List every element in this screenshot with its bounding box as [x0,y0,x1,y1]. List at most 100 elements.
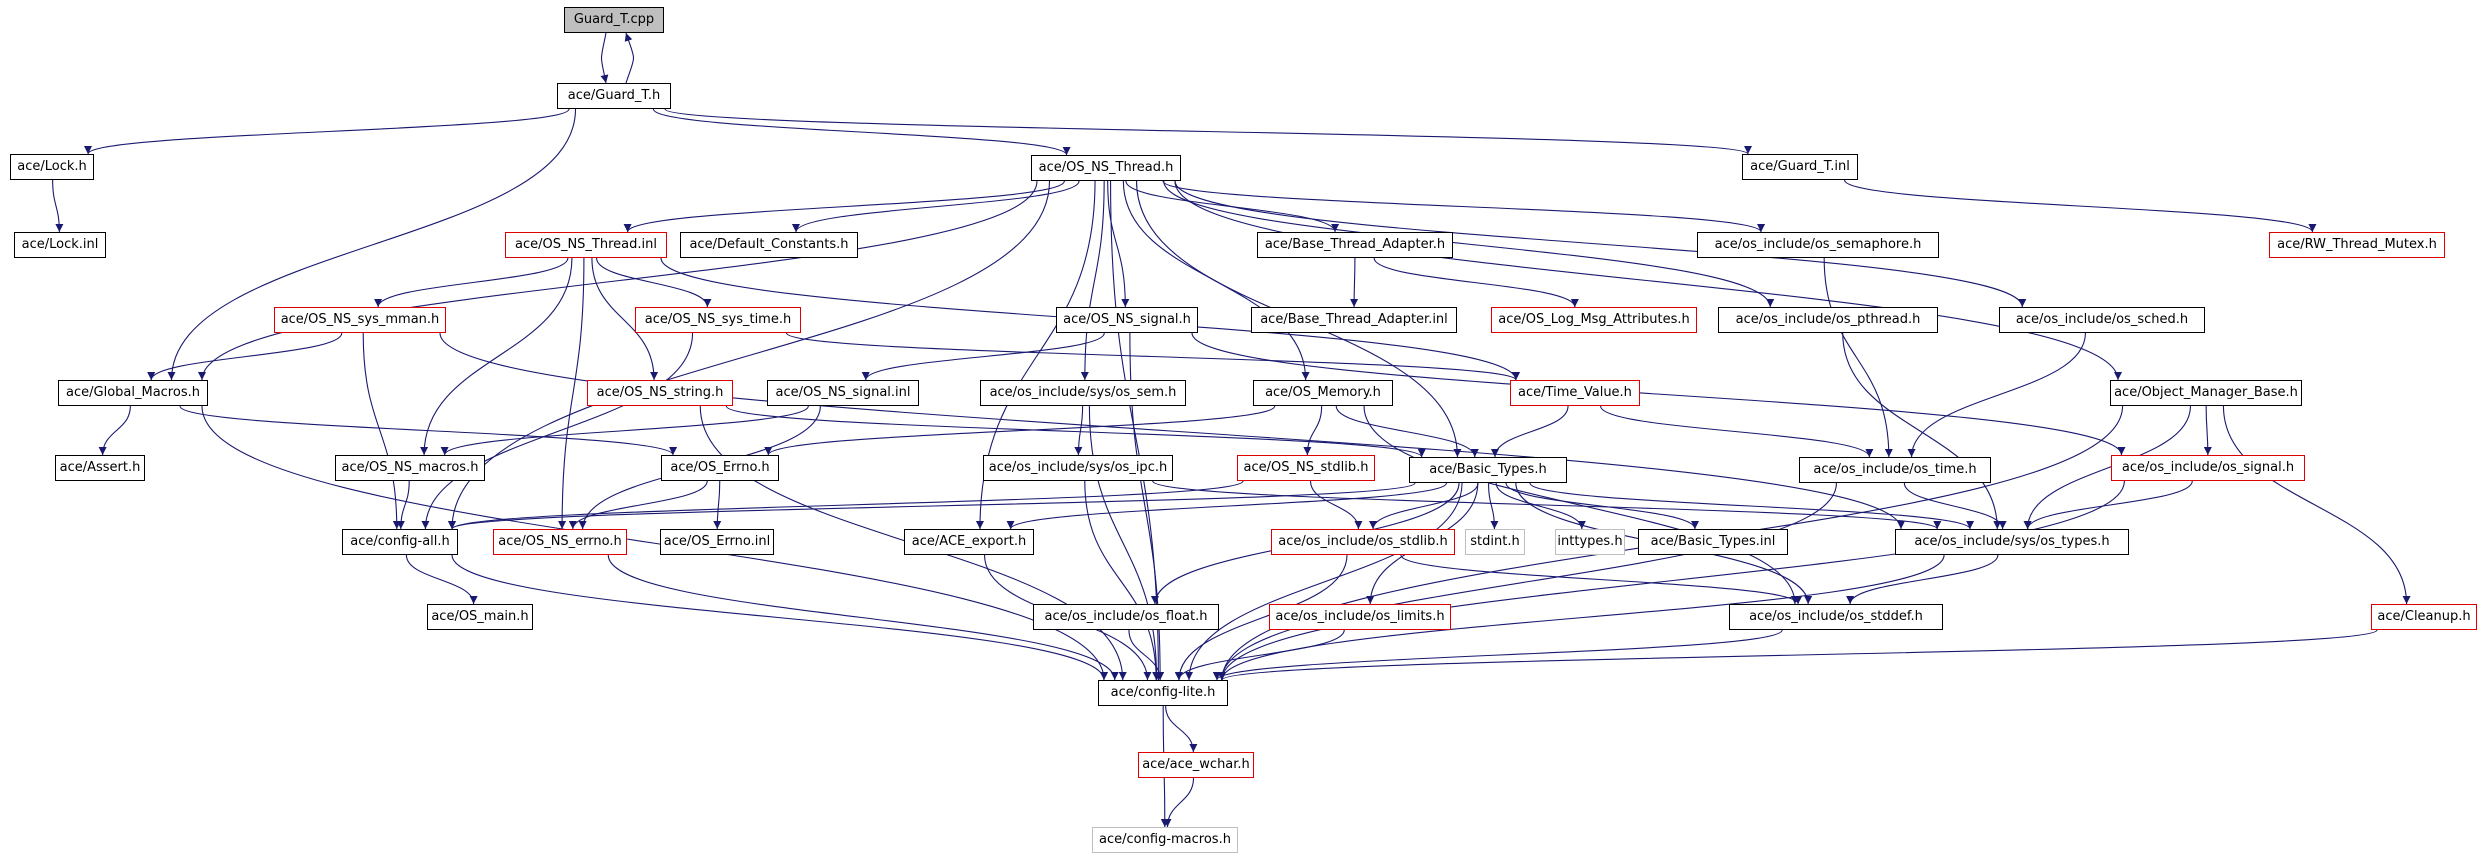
edge-basic-types-h-to-ace-export [1006,482,1448,530]
edge-os-ns-thread-h-to-os-ns-thread-inl [623,180,1065,233]
edge-os-ns-signal-inl-to-os-ns-macros [440,405,809,456]
edge-object-manager-base-to-os-types [2023,405,2192,530]
node-lock-inl[interactable]: ace/Lock.inl [14,232,106,258]
edge-os-ns-thread-h-to-os-sem [1080,180,1105,381]
edge-os-signal-to-os-types [2023,480,2193,530]
node-default-constants[interactable]: ace/Default_Constants.h [680,232,858,258]
node-lock-h[interactable]: ace/Lock.h [10,154,94,180]
node-config-macros[interactable]: ace/config-macros.h [1092,827,1238,853]
edge-os-errno-h-to-os-errno-inl [713,480,722,530]
node-os-ns-sys-mman[interactable]: ace/OS_NS_sys_mman.h [274,307,446,333]
node-base-thread-adapter-h[interactable]: ace/Base_Thread_Adapter.h [1257,232,1453,258]
node-os-ns-sys-time[interactable]: ace/OS_NS_sys_time.h [635,307,801,333]
node-basic-types-inl[interactable]: ace/Basic_Types.inl [1638,529,1788,555]
node-ace-export[interactable]: ace/ACE_export.h [904,529,1034,555]
node-os-ipc[interactable]: ace/os_include/sys/os_ipc.h [983,455,1173,481]
node-os-sem[interactable]: ace/os_include/sys/os_sem.h [980,380,1186,406]
node-object-manager-base[interactable]: ace/Object_Manager_Base.h [2110,380,2302,406]
edge-os-ns-stdlib-to-config-all [448,480,1244,530]
node-os-ns-thread-h[interactable]: ace/OS_NS_Thread.h [1031,155,1181,181]
node-os-ns-thread-inl[interactable]: ace/OS_NS_Thread.inl [505,232,667,258]
edge-lock-h-to-lock-inl [52,179,64,233]
node-os-signal[interactable]: ace/os_include/os_signal.h [2111,455,2305,481]
edge-os-semaphore-to-os-time [1823,257,1893,458]
node-os-errno-h[interactable]: ace/OS_Errno.h [661,455,779,481]
node-config-all[interactable]: ace/config-all.h [342,529,458,555]
node-guard-inl[interactable]: ace/Guard_T.inl [1742,154,1858,180]
edge-basic-types-h-to-basic-types-inl [1505,482,1699,530]
node-basic-types-h[interactable]: ace/Basic_Types.h [1409,457,1567,483]
edge-config-lite-to-ace-wchar [1165,705,1198,753]
edge-os-ns-sys-mman-to-config-all [362,332,401,530]
node-os-ns-signal-inl[interactable]: ace/OS_NS_signal.inl [767,380,919,406]
edge-os-ns-thread-h-to-os-sched [1174,180,2027,308]
edge-global-macros-to-os-errno-h [179,405,677,456]
edge-os-pthread-to-os-types [1842,332,2002,530]
node-os-ns-macros[interactable]: ace/OS_NS_macros.h [335,455,485,481]
node-os-errno-inl[interactable]: ace/OS_Errno.inl [660,529,774,555]
edge-config-all-to-config-lite [451,554,1108,681]
node-os-stddef[interactable]: ace/os_include/os_stddef.h [1729,604,1943,630]
edge-os-ns-errno-to-config-lite [607,554,1119,681]
node-os-limits[interactable]: ace/os_include/os_limits.h [1269,604,1451,630]
node-os-semaphore[interactable]: ace/os_include/os_semaphore.h [1697,232,1939,258]
edge-object-manager-base-to-os-signal [2203,405,2212,456]
node-os-stdlib[interactable]: ace/os_include/os_stdlib.h [1271,529,1455,555]
edge-basic-types-h-to-stdint [1488,482,1499,530]
edge-basic-types-h-to-inttypes [1495,482,1586,530]
edge-object-manager-base-to-cleanup [2222,405,2411,605]
edge-os-time-to-config-lite [1217,482,1837,681]
node-os-memory[interactable]: ace/OS_Memory.h [1253,380,1393,406]
edge-guard-h-to-lock-h [84,108,570,155]
node-os-ns-stdlib[interactable]: ace/OS_NS_stdlib.h [1237,455,1375,481]
node-os-types[interactable]: ace/os_include/sys/os_types.h [1895,529,2129,555]
node-os-main[interactable]: ace/OS_main.h [427,604,533,630]
edge-os-time-to-os-types [1903,482,2007,530]
edge-base-thread-adapter-h-to-os-log-msg [1373,257,1579,308]
node-ace-wchar[interactable]: ace/ace_wchar.h [1138,752,1254,778]
node-guard-cpp[interactable]: Guard_T.cpp [564,7,664,33]
edge-os-ns-sys-mman-to-os-types [439,332,1905,530]
edge-os-stdlib-to-os-stddef [1400,554,1803,605]
edge-os-ns-thread-h-to-os-ns-signal-h [1107,180,1130,308]
edge-os-ns-string-to-basic-types-h [725,405,1426,458]
edge-os-memory-to-basic-types-h [1335,405,1479,458]
edge-cleanup-to-config-lite [1218,629,2378,681]
node-stdint[interactable]: stdint.h [1465,529,1525,555]
node-global-macros[interactable]: ace/Global_Macros.h [58,380,208,406]
edge-os-ns-signal-h-to-os-ns-signal-inl [861,332,1105,381]
edge-os-float-to-config-lite [1128,629,1165,681]
node-os-pthread[interactable]: ace/os_include/os_pthread.h [1718,307,1938,333]
edge-os-ns-thread-h-to-global-macros [198,180,1038,381]
node-time-value[interactable]: ace/Time_Value.h [1510,380,1640,406]
node-os-float[interactable]: ace/os_include/os_float.h [1033,604,1219,630]
node-cleanup[interactable]: ace/Cleanup.h [2371,604,2477,630]
edge-os-ns-thread-h-to-config-all [448,180,1051,530]
node-guard-h[interactable]: ace/Guard_T.h [557,83,671,109]
edge-os-types-to-config-lite [1218,554,1945,681]
edge-os-memory-to-os-ns-stdlib [1303,405,1323,456]
edge-guard-h-to-guard-inl [664,108,1752,155]
edge-os-ns-sys-time-to-time-value [786,332,1520,381]
node-os-ns-errno[interactable]: ace/OS_NS_errno.h [493,529,627,555]
edge-guard-h-to-global-macros [167,108,577,381]
edge-os-ns-sys-mman-to-global-macros [147,332,343,381]
edge-os-errno-h-to-os-ns-errno [568,480,708,530]
edge-os-types-to-os-stddef [1846,554,1999,605]
edge-layer [52,32,2411,828]
node-rw-thread-mutex[interactable]: ace/RW_Thread_Mutex.h [2269,232,2445,258]
edge-basic-types-h-to-os-types [1529,482,1974,530]
node-config-lite[interactable]: ace/config-lite.h [1098,680,1228,706]
node-base-thread-adapter-inl[interactable]: ace/Base_Thread_Adapter.inl [1251,307,1457,333]
node-os-sched[interactable]: ace/os_include/os_sched.h [1999,307,2205,333]
node-os-log-msg[interactable]: ace/OS_Log_Msg_Attributes.h [1491,307,1697,333]
node-os-ns-string[interactable]: ace/OS_NS_string.h [587,380,733,406]
node-inttypes[interactable]: inttypes.h [1555,529,1625,555]
edge-os-ns-thread-inl-to-os-ns-macros [420,257,573,456]
edge-ace-wchar-to-config-macros [1163,777,1195,828]
node-os-time[interactable]: ace/os_include/os_time.h [1799,457,1991,483]
edge-guard-inl-to-rw-thread-mutex [1844,179,2317,233]
edge-os-ns-thread-inl-to-os-ns-sys-time [596,257,712,308]
node-assert-h[interactable]: ace/Assert.h [55,455,145,481]
node-os-ns-signal-h[interactable]: ace/OS_NS_signal.h [1056,307,1198,333]
